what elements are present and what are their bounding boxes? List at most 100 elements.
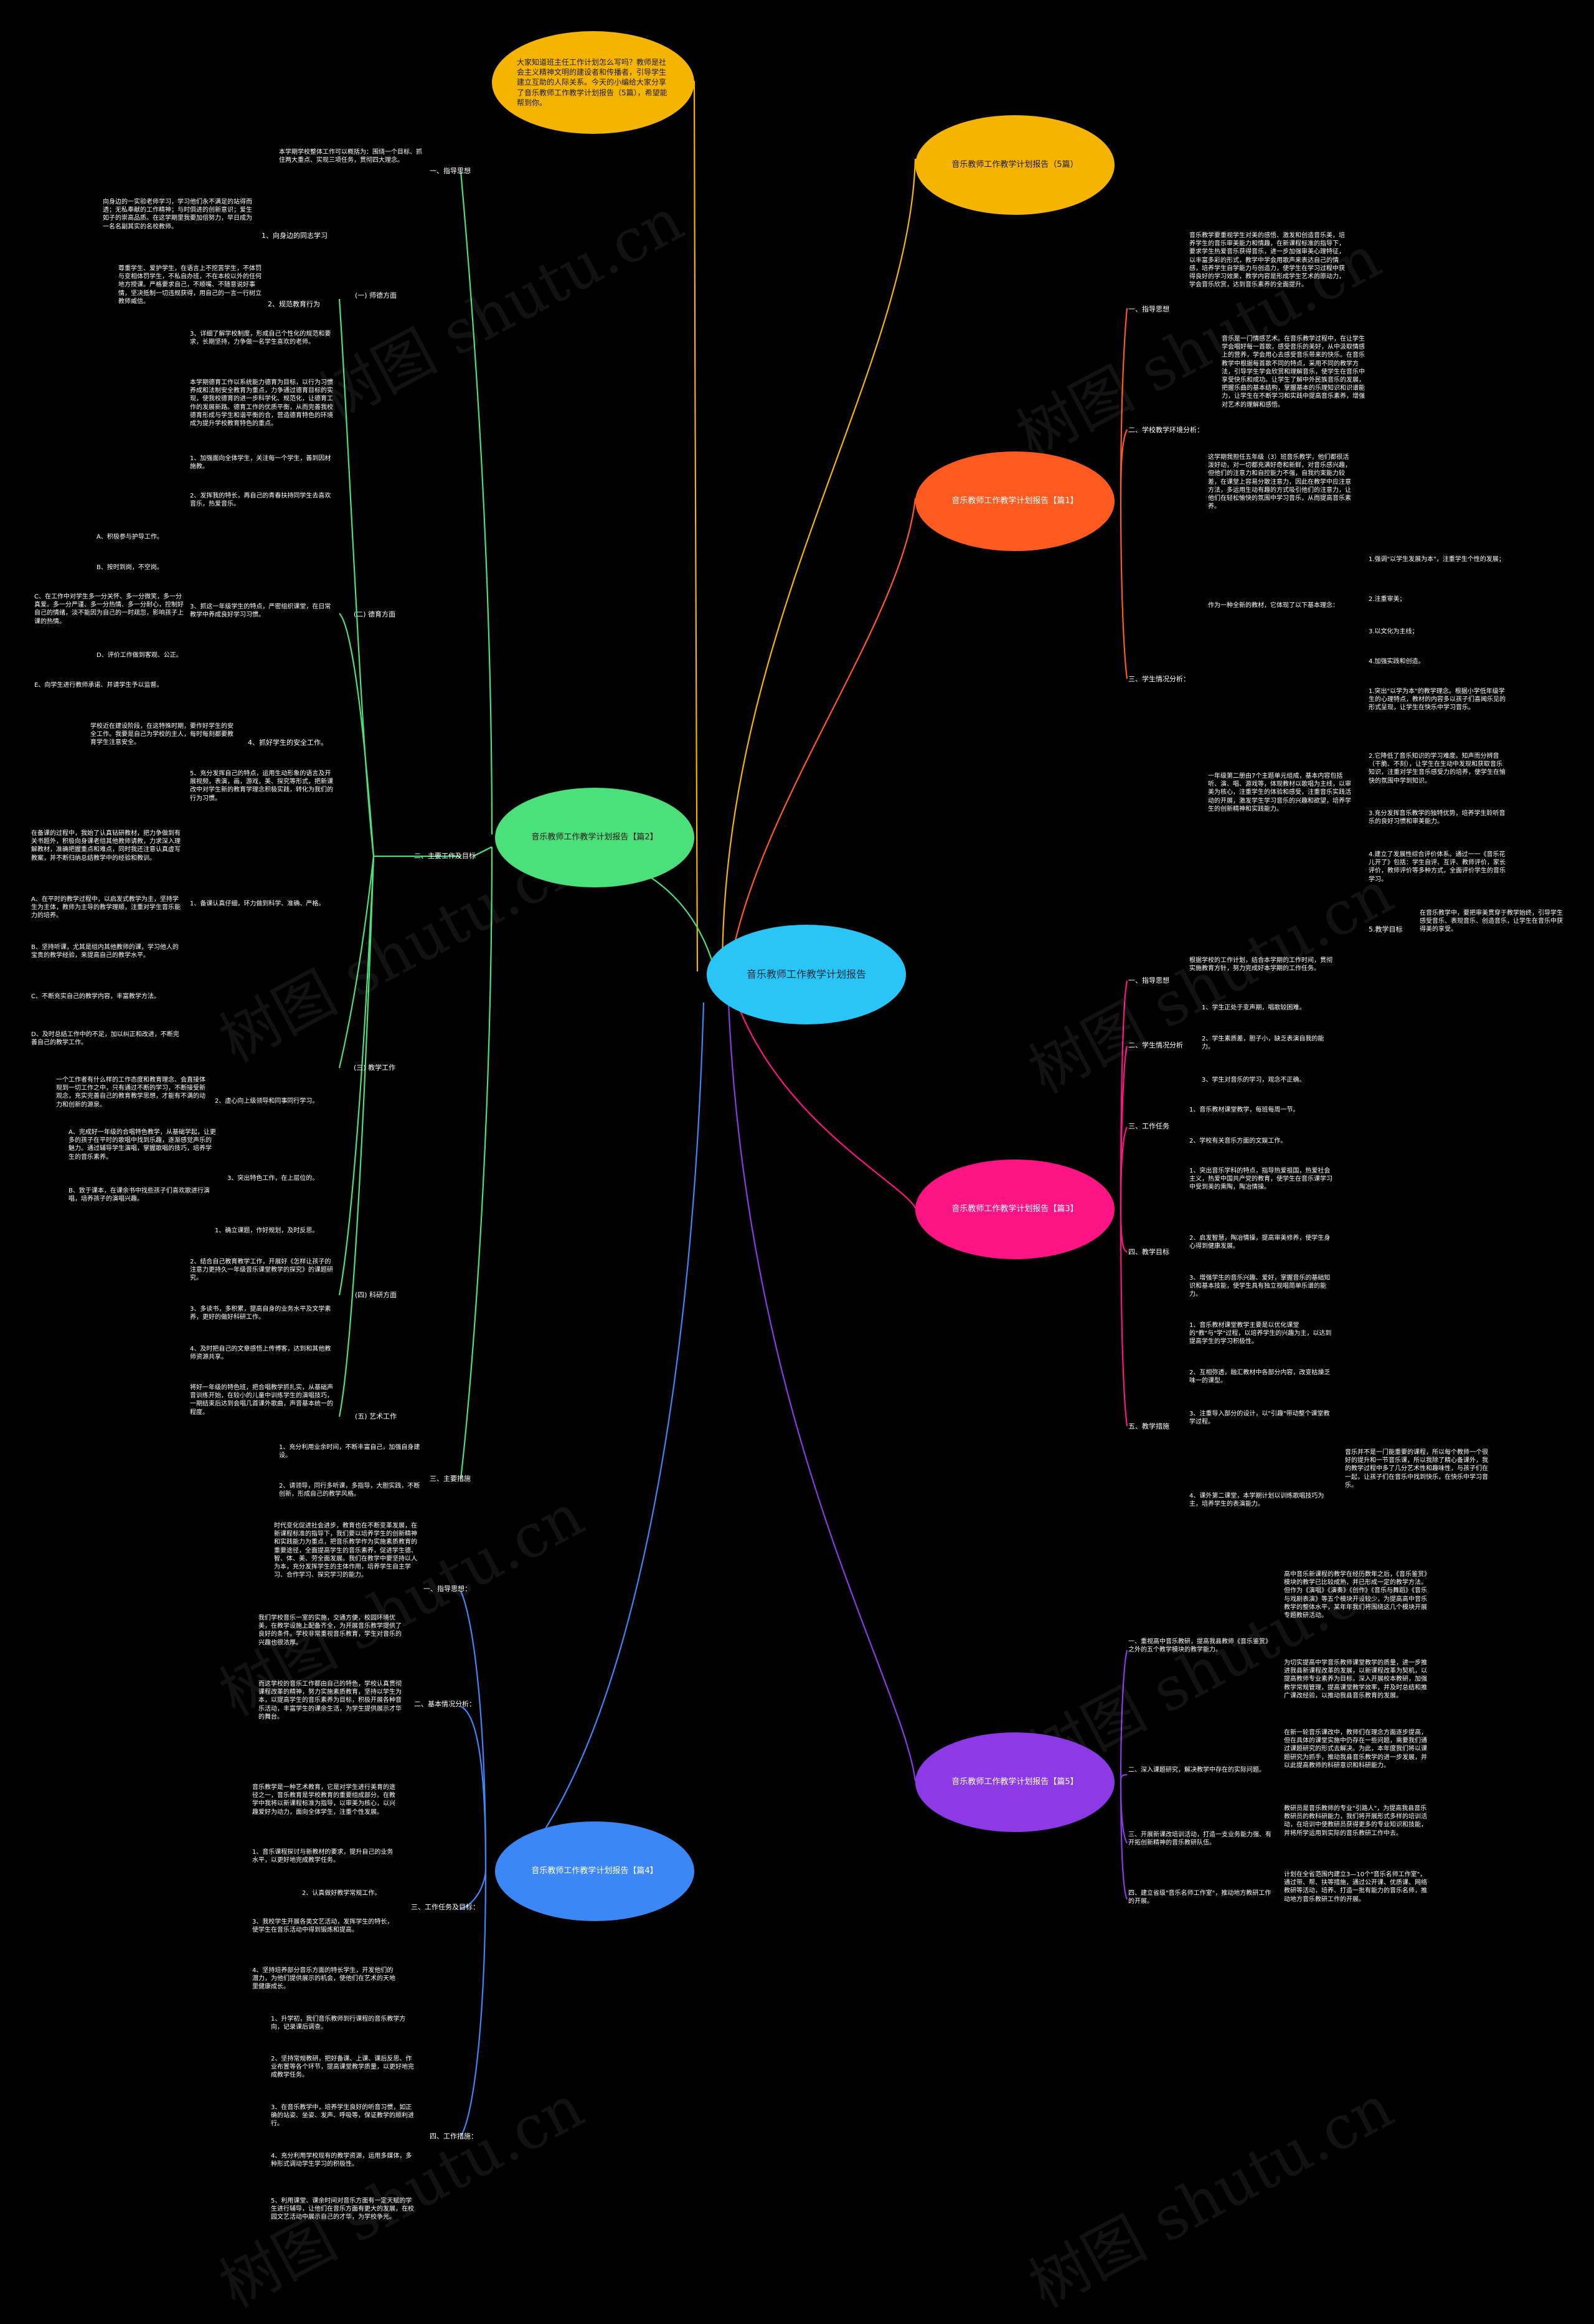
p3-s5-4: 4、课外第二课堂，本学期计划以训练歌唱技巧为主，培养学生的表演能力。 bbox=[1189, 1493, 1324, 1508]
p3-s3: 三、工作任务 bbox=[1128, 1122, 1169, 1130]
p1-s3-b1: 1.强调"以学生发展为本"，注重学生个性的发展； bbox=[1369, 556, 1505, 563]
p5-s1-t2: 为切实提高中学音乐教师课堂教学的质量，进一步推进我县新课程改革的发展，以新课程改… bbox=[1284, 1660, 1427, 1699]
p2-g2-1: 1、加强面向全体学生，关注每一个学生，善到因材施教。 bbox=[190, 455, 331, 471]
p2-g1-1t: 向身边的一实验老师学习，学习他们永不满足的站得而透；无私奉献的工作精神；与时俱进… bbox=[103, 199, 252, 230]
p4-s4: 四、工作措施： bbox=[430, 2132, 478, 2140]
p2-g3-1t: 在备课的过程中，我始了认真钻研教材，把力争做到有关书题外，积极向身课老组其他教师… bbox=[31, 830, 181, 862]
p1-s2: 二、学校教学环境分析： bbox=[1128, 426, 1204, 434]
p2-s1: 一、指导思想 bbox=[430, 167, 471, 175]
p5-s3: 三、开展新课改培训活动，打造一支业务能力强、有开拓创新精神的音乐教研队伍。 bbox=[1128, 1831, 1271, 1847]
p1-s3-c2: 2.它降低了音乐知识的学习难度。知声而分辨音（干脆、不刻），让学生在生动中发现和… bbox=[1369, 753, 1506, 785]
p2-g4-2: 2、结合自己教育教学工作，开展好《怎样让孩子的注意力更持久一年级音乐课堂教学的探… bbox=[190, 1259, 333, 1282]
p3-s4-1: 1、突出音乐学科的特点，指导热爱祖国，热爱社会主义，热爱中国共产党的教育，使学生… bbox=[1189, 1168, 1332, 1191]
branch-part2[interactable]: 音乐教师工作教学计划报告【篇2】 bbox=[495, 788, 694, 887]
p2-g2-4t: 学校近在建设阶段，在这特殊时期，要作好学生的安全工作。我要是自己为学校的主人，每… bbox=[90, 723, 233, 747]
p2-g3-1d: D、及时总结工作中的不足，加以纠正和改进，不断完善自己的教学工作。 bbox=[31, 1031, 179, 1047]
p2-g2-3: 3、抓这一年级学生的特点，严密组织课堂，在日常教学中养成良好学习习惯。 bbox=[190, 603, 331, 619]
p3-s2-1: 1、学生正处于变声期，唱歌较困难。 bbox=[1202, 1004, 1306, 1011]
p2-g2-2: 2、发挥我的特长，再自己的青春扶持同学生去喜欢音乐，热爱音乐。 bbox=[190, 493, 331, 508]
p2-g1-3t: 3、详细了解学校制度，形成自己个性化的规范和要求，长期坚持，力争做一名学生喜欢的… bbox=[190, 331, 331, 346]
p3-s4-2: 2、启发智慧，陶冶情操，提高审美修养，使学生身心得到健康发展。 bbox=[1189, 1235, 1331, 1250]
p3-s4: 四、教学目标 bbox=[1128, 1248, 1169, 1256]
p2-g3-1b: B、坚持听课，尤其是组内其他教师的课，学习他人的宝贵的教学经验，来提高自己的教学… bbox=[31, 944, 179, 960]
p1-s1-t: 音乐教学要重视学生对美的感悟、激发和创造音乐美，培养学生的音乐审美能力和情趣，在… bbox=[1189, 232, 1345, 289]
p2-g1-2t: 尊重学生、爱护学生，在语言上不挖苦学生，不体罚与变相体罚学生，不私自办班，不在本… bbox=[118, 265, 262, 305]
p5-s1: 一、重视高中音乐教研，提高我县教师《音乐鉴赏》之外的五个教学模块的教学能力。 bbox=[1128, 1638, 1271, 1654]
p3-s3-2: 2、学校有关音乐方面的文娱工作。 bbox=[1189, 1138, 1287, 1145]
p2-g5-t: 将好一年级的特色班，把合唱教学抓扎实，从基础声音训练开始，在较小的儿童中训练学生… bbox=[190, 1384, 333, 1416]
p4-s3-1: 1、音乐课程探讨与新教材的要求，提升自己的业务水平，以更好地完成教学任务。 bbox=[252, 1849, 394, 1864]
p1-s3-b3: 3.以文化为主线； bbox=[1369, 628, 1418, 635]
p5-s2-t: 在新一轮音乐课改中，教师们在理念方面逐步提高，但在具体的课堂实施中仍存在一些问题… bbox=[1284, 1729, 1427, 1769]
p1-s3: 三、学生情况分析： bbox=[1128, 675, 1190, 683]
p2-g2-4: 4、抓好学生的安全工作。 bbox=[248, 739, 328, 747]
p5-s1-t: 高中音乐新课程的教学在经历数年之后，《音乐鉴赏》模块的教学已比较成熟，并已形成一… bbox=[1284, 1571, 1427, 1619]
p2-g3-1c: C、不断充实自己的教学内容，丰富教学方法。 bbox=[31, 993, 160, 1000]
p1-s3-a: 这学期我担任五年级（3）班音乐教学，他们都很活泼好动，对一切都充满好奇和新鲜，对… bbox=[1208, 454, 1351, 511]
p3-s5-2: 2、互相弥透，融汇教材中各部分内容，改变枯燥乏味一的课型。 bbox=[1189, 1369, 1331, 1385]
p1-s3-c5t: 在音乐教学中，要把审美贯穿于教学始终，引导学生感受音乐、表现音乐、创造音乐，让学… bbox=[1420, 910, 1563, 933]
p4-s4-3: 3、在音乐教学中，培养学生良好的听音习惯，如正确的站姿、坐姿、发声、呼吸等，保证… bbox=[271, 2104, 414, 2128]
p4-s3-4: 4、坚持培养部分音乐方面的特长学生，开发他们的潜力，为他们提供展示的机会，使他们… bbox=[252, 1967, 395, 1991]
p2-g2: (二) 德育方面 bbox=[354, 610, 396, 618]
root-node[interactable]: 音乐教师工作教学计划报告 bbox=[707, 925, 906, 1024]
p2-g3-2t: 一个工作者有什么样的工作态度和教育理念、会直接体现到一切工作之中，只有通过不断的… bbox=[56, 1077, 205, 1108]
p2-g4-3: 3、多读书，多积累，提高自身的业务水平及文学素养，更好的做好科研工作。 bbox=[190, 1306, 331, 1321]
branch-part1[interactable]: 音乐教师工作教学计划报告【篇1】 bbox=[915, 451, 1115, 551]
p1-s3-b4: 4.加强实践和创造。 bbox=[1369, 658, 1425, 665]
p2-g3-2: 2、虚心向上级领导和同事同行学习。 bbox=[215, 1098, 319, 1105]
p4-s2: 二、基本情况分析： bbox=[414, 1700, 476, 1708]
intro-node[interactable]: 大家知道班主任工作计划怎么写吗？教师是社会主义精神文明的建设者和传播者，引导学生… bbox=[492, 31, 694, 134]
p1-s2-t: 音乐是一门情感艺术。在音乐教学过程中，在让学生学会唱好每一首歌，感受音乐的美好，… bbox=[1222, 336, 1365, 409]
p2-g1-1: 1、向身边的同志学习 bbox=[262, 232, 328, 240]
branch-part5[interactable]: 音乐教师工作教学计划报告【篇5】 bbox=[915, 1732, 1115, 1832]
p5-s2: 二、深入课题研究，解决教学中存在的实际问题。 bbox=[1128, 1767, 1265, 1774]
p2-g4: (四) 科研方面 bbox=[355, 1291, 397, 1299]
p2-g4-1: 1、确立课题，作好规划，及时反思。 bbox=[215, 1227, 319, 1234]
p2-s3: 三、主要措施 bbox=[430, 1475, 471, 1483]
p5-s4-t: 计划在全省范围内建立3—10个"音乐名师工作室"，通过带、帮、扶等措施，通过公开… bbox=[1284, 1871, 1427, 1903]
p3-s4-3: 3、增强学生的音乐兴趣、爱好，掌握音乐的基础知识和基本技能，使学生具有独立视唱简… bbox=[1189, 1275, 1331, 1298]
p4-s1-t: 时代变化促进社会进步，教育也在不断变革发展，在新课程标准的指导下，我们要以培养学… bbox=[274, 1523, 417, 1579]
p4-s4-5: 5、利用课堂、课余时间对音乐方面有一定天赋的学生进行辅导，让他们在音乐方面有更大… bbox=[271, 2198, 414, 2221]
p3-s3-1: 1、音乐教材课堂教学，每班每周一节。 bbox=[1189, 1107, 1299, 1113]
branch-part4[interactable]: 音乐教师工作教学计划报告【篇4】 bbox=[495, 1821, 694, 1921]
p2-g2-3d: D、评价工作做到客观、公正。 bbox=[97, 652, 182, 659]
p3-s1: 一、指导思想 bbox=[1128, 976, 1169, 985]
p3-s1-t: 根据学校的工作计划，结合本学期的工作时间，贯彻实施教育方针，努力完成好本学期的工… bbox=[1189, 957, 1332, 973]
p4-s1: 一、指导思想： bbox=[423, 1585, 471, 1593]
p2-g3: (三) 教学工作 bbox=[354, 1064, 396, 1072]
p2-g2-3c: C、在工作中对学生多一分关怀、多一分微笑，多一分真爱。多一分严谨、多一分热情、多… bbox=[34, 593, 184, 625]
p2-g3-1a: A、在平时的教学过程中，以启发式教学为主，坚持学生为主体，教师为主导的教学理顺，… bbox=[31, 896, 181, 920]
p4-s4-2: 2、坚持常规教研，把好备课、上课、课后反思、作业布置等各个环节，提高课堂教学质量… bbox=[271, 2056, 414, 2079]
branch-overview[interactable]: 音乐教师工作教学计划报告（5篇） bbox=[915, 115, 1115, 215]
p3-s5: 五、教学措施 bbox=[1128, 1422, 1169, 1430]
p2-g3-3b: B、致于课本，在课余书中找些孩子们喜欢歌进行演唱，培养孩子的演唱兴趣。 bbox=[68, 1188, 210, 1203]
p2-g5: (五) 艺术工作 bbox=[355, 1412, 397, 1420]
p4-s3-3: 3、我校学生开展各类文艺活动，发挥学生的特长，使学生在音乐活动中得到锻炼和提高。 bbox=[252, 1919, 394, 1934]
p2-s2: 二、主要工作及目标 bbox=[414, 852, 476, 860]
p4-s3: 三、工作任务及目标： bbox=[411, 1903, 479, 1911]
p3-s5-3: 3、注重导入部分的设计，以"引趣"带动整个课堂教学过程。 bbox=[1189, 1410, 1330, 1426]
p1-s3-b: 作为一种全新的教材，它体现了以下基本理念： bbox=[1208, 602, 1339, 609]
p2-g4-4: 4、及时把自己的文章感悟上传博客，达到和其他教师资源共享。 bbox=[190, 1346, 331, 1361]
connector-lines bbox=[338, 80, 1128, 2137]
p2-g2-a: 本学期德育工作以系统能力德育为目标，以行为习惯养成和法制安全教育为重点，力争通过… bbox=[190, 379, 333, 427]
p1-s1: 一、指导思想 bbox=[1128, 305, 1169, 313]
p2-g2-3e: E、向学生进行教师承诺、并请学生予以监督。 bbox=[34, 682, 163, 689]
p3-s5-4t: 音乐并不是一门能重要的课程，所以每个教师一个很好的提升和一节音乐课，所以我除了精… bbox=[1345, 1449, 1488, 1489]
p2-g3-3: 3、突出特色工作，在上层位的。 bbox=[227, 1175, 319, 1182]
p4-s4-1: 1、升学初，我们音乐教师到行课程的音乐教学方向，记录课后调查。 bbox=[271, 2016, 406, 2031]
p2-g2-3b: B、按时到岗，不空岗。 bbox=[97, 564, 163, 571]
p1-s3-c1: 1.突出"以学为本"的教学理念。根据小学低年级学生的心理特点，教材的内容多以孩子… bbox=[1369, 688, 1506, 712]
p2-g2-3a: A、积极参与护导工作。 bbox=[97, 534, 163, 541]
p2-g1: (一) 师德方面 bbox=[355, 291, 397, 300]
branch-part3[interactable]: 音乐教师工作教学计划报告【篇3】 bbox=[915, 1160, 1115, 1259]
p2-g3-3a: A、完成好一年级的合唱特色教学，从基础学起，让更多的孩子在平时的歌唱中找到乐趣，… bbox=[68, 1129, 216, 1161]
p3-s2-2: 2、学生素质差，胆子小，缺乏表演自我的能力。 bbox=[1202, 1036, 1324, 1051]
p2-s3-2: 2、请领导，同行多听课，多指导，大胆实践，不断创新，形成自己的教学风格。 bbox=[279, 1483, 420, 1498]
p1-s3-c4: 4.建立了发展性综合评价体系。通过一一《音乐花儿开了》包括：学生自评、互评、教师… bbox=[1369, 851, 1506, 883]
p2-g3-1: 1、备课认真仔细，环力做到科学、准确、严格。 bbox=[190, 900, 325, 907]
p5-s3-t: 教研员是音乐教师的专业"引路人"，为提高我县音乐教研员的教科研能力，我们将开展形… bbox=[1284, 1805, 1427, 1837]
